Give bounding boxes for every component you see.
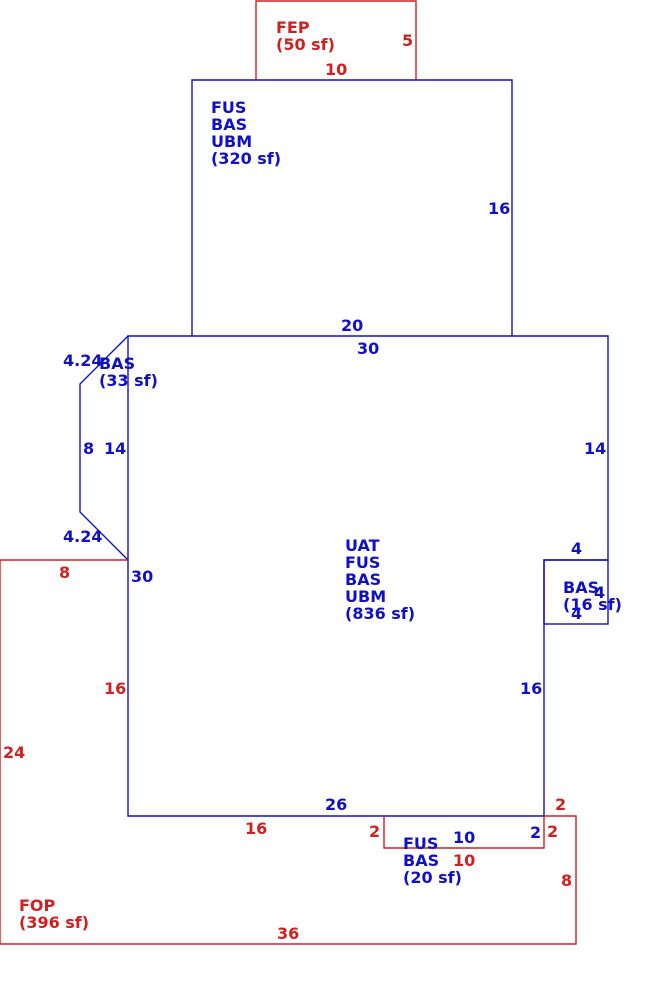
dim-fop-inner-bottom: 16 <box>245 819 267 838</box>
dim-bottom-bay-bottom: 10 <box>453 851 475 870</box>
dim-main-right-lower: 16 <box>520 679 542 698</box>
dim-fop-bottom: 36 <box>277 924 299 943</box>
dim-right-bay-top: 4 <box>571 539 582 558</box>
fop-area-label: FOP (396 sf) <box>19 896 89 932</box>
dim-left-bay-top: 4.24 <box>63 351 102 370</box>
dim-fep-side: 5 <box>402 31 413 50</box>
bottom-bay-outline <box>383 816 545 849</box>
bottom-bay-area-label: FUS BAS (20 sf) <box>403 834 462 887</box>
dim-bottom-bay-right-inner: 2 <box>530 823 541 842</box>
dim-main-right-upper: 14 <box>584 439 606 458</box>
fep-area-label: FEP (50 sf) <box>276 18 335 54</box>
dim-main-bottom: 26 <box>325 795 347 814</box>
dim-fop-right-step-side: 2 <box>547 822 558 841</box>
dim-right-bay-bottom: 4 <box>571 604 582 623</box>
dim-main-top: 30 <box>357 339 379 358</box>
dim-fop-top: 8 <box>59 563 70 582</box>
main-area-label: UAT FUS BAS UBM (836 sf) <box>345 536 415 623</box>
dim-left-bay-side: 8 <box>83 439 94 458</box>
left-bay-area-label: BAS (33 sf) <box>99 354 158 390</box>
dim-fop-left: 24 <box>3 743 25 762</box>
fep-outline <box>255 0 417 80</box>
upper-floor-outline <box>191 79 513 336</box>
dim-right-bay-side: 4 <box>594 583 605 602</box>
dim-fop-inner-left: 16 <box>104 679 126 698</box>
upper-area-label: FUS BAS UBM (320 sf) <box>211 98 281 168</box>
dim-fep-bottom: 10 <box>325 60 347 79</box>
dim-left-bay-bottom: 4.24 <box>63 527 102 546</box>
dim-left-bay-inner: 14 <box>104 439 126 458</box>
dim-upper-bottom: 20 <box>341 316 363 335</box>
dim-fop-right: 8 <box>561 871 572 890</box>
dim-bottom-bay-top: 10 <box>453 828 475 847</box>
fop-outline <box>0 559 577 945</box>
dim-bottom-bay-left: 2 <box>369 822 380 841</box>
dim-fop-right-step-top: 2 <box>555 795 566 814</box>
right-bay-outline <box>543 559 609 625</box>
right-bay-area-label: BAS (16 sf) <box>563 578 622 614</box>
dim-main-left: 30 <box>131 567 153 586</box>
left-bay-outline <box>79 335 129 561</box>
dim-upper-side: 16 <box>488 199 510 218</box>
